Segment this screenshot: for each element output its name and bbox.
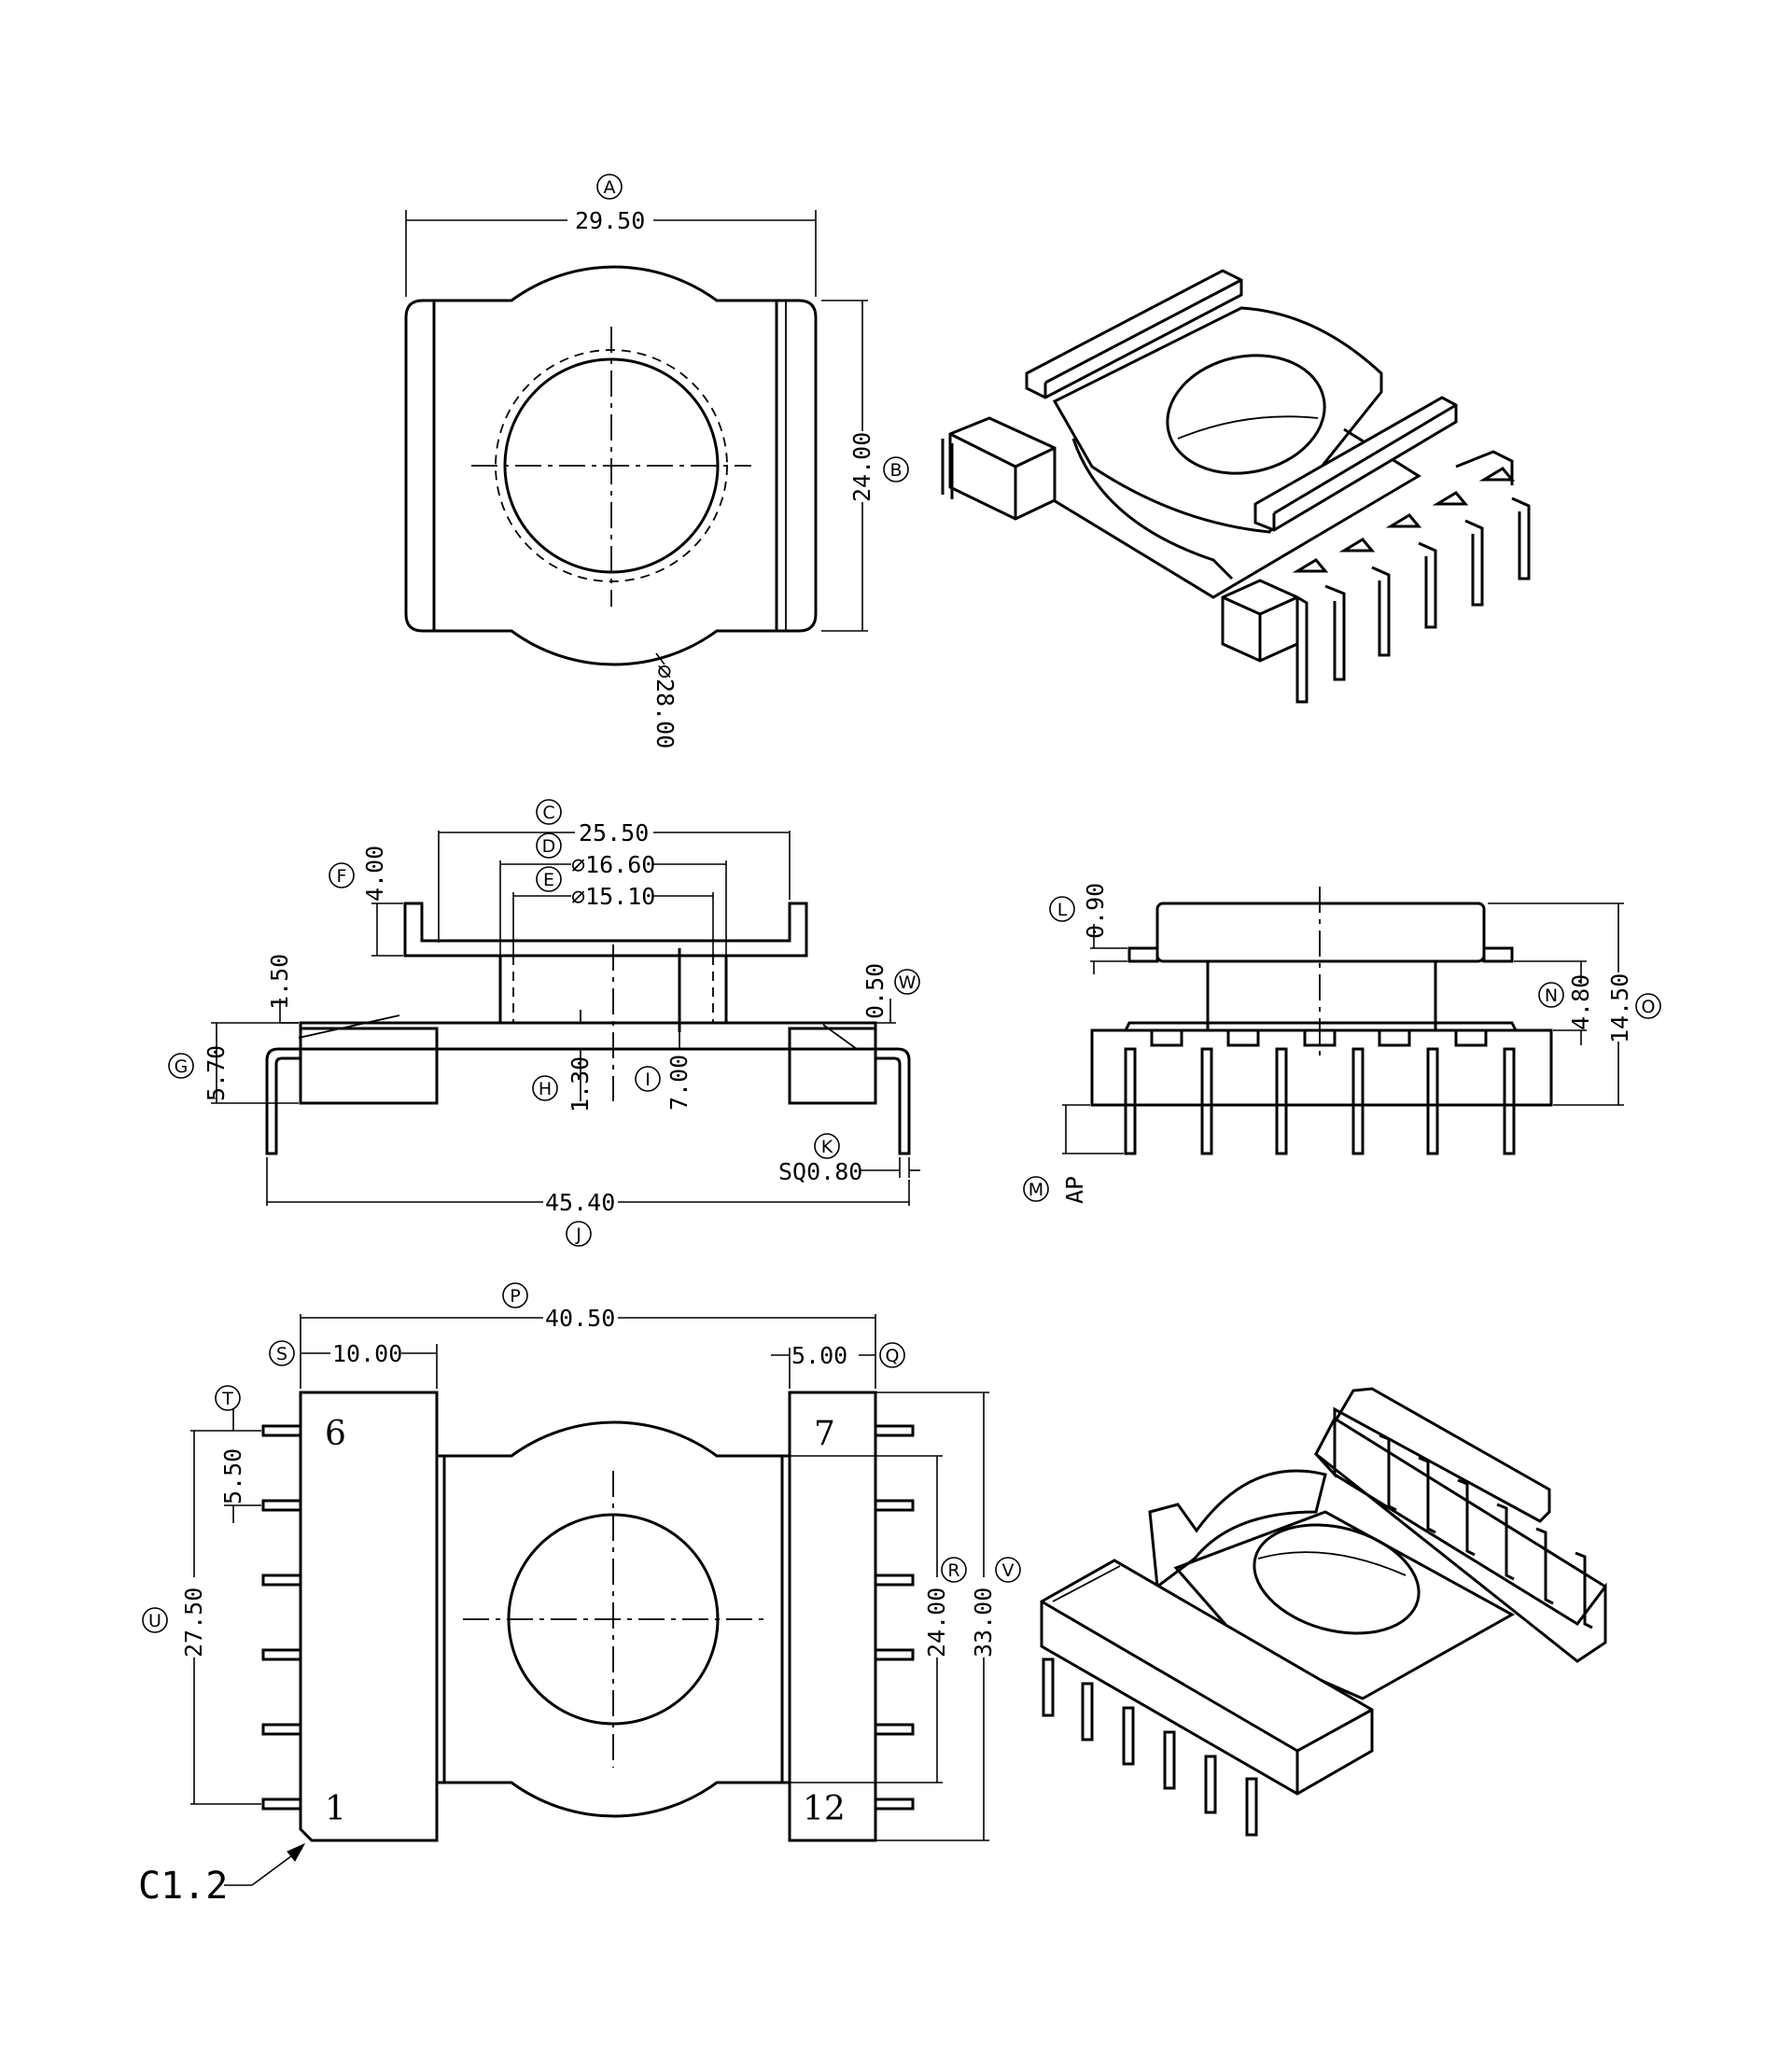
- dim-150-value: 1.50: [266, 954, 293, 1010]
- pin-label-6: 6: [325, 1415, 346, 1453]
- svg-text:B: B: [889, 460, 902, 481]
- callout-C: C: [536, 799, 562, 825]
- callout-H: H: [532, 1075, 558, 1101]
- side-view: 0.90 L 4.80 N 14.50 O AP M: [1023, 883, 1661, 1204]
- dim-dia-28-value: ⌀28.00: [651, 664, 679, 748]
- pin-label-12: 12: [803, 1790, 846, 1828]
- callout-R: R: [941, 1557, 967, 1583]
- bottom-view: 6 1 7 12 40.50 P 10.00 S 5.00 Q: [138, 1282, 1021, 1908]
- svg-text:S: S: [276, 1344, 287, 1364]
- dim-P-value: 40.50: [545, 1305, 615, 1332]
- dim-K-value: SQ0.80: [778, 1158, 862, 1185]
- svg-text:N: N: [1545, 986, 1558, 1006]
- callout-O: O: [1635, 993, 1661, 1019]
- iso-bottom-front-pins: [1042, 1657, 1258, 1837]
- svg-text:T: T: [221, 1389, 233, 1409]
- iso-bottom-back-pins: [1379, 1434, 1593, 1629]
- dim-T-value: 5.50: [219, 1448, 246, 1504]
- callout-U: U: [142, 1607, 168, 1633]
- callout-L: L: [1049, 896, 1075, 922]
- dim-G-value: 5.70: [203, 1045, 230, 1101]
- svg-text:P: P: [510, 1286, 520, 1307]
- dim-R-value: 24.00: [923, 1587, 950, 1657]
- dim-H-value: 1.30: [567, 1056, 594, 1112]
- front-view: 25.50 C ⌀16.60 D ⌀15.10 E 4.00: [168, 799, 920, 1247]
- svg-text:R: R: [947, 1560, 959, 1581]
- callout-D: D: [536, 832, 562, 859]
- bottom-right-pins: [874, 1424, 915, 1811]
- top-view: 29.50 A 24.00 B ⌀28.00: [404, 174, 909, 748]
- dim-chamfer-value: C1.2: [138, 1865, 228, 1908]
- pin-label-7: 7: [814, 1415, 835, 1453]
- callout-E: E: [536, 866, 562, 892]
- dim-F-value: 4.00: [361, 846, 388, 902]
- callout-G: G: [168, 1053, 194, 1079]
- callout-J: J: [566, 1221, 592, 1247]
- svg-text:U: U: [148, 1611, 161, 1631]
- dim-A-value: 29.50: [575, 207, 645, 234]
- svg-text:M: M: [1029, 1180, 1043, 1200]
- svg-text:L: L: [1057, 900, 1068, 920]
- svg-text:V: V: [1002, 1560, 1015, 1581]
- dim-W-value: 0.50: [861, 963, 889, 1019]
- svg-text:I: I: [645, 1070, 651, 1090]
- callout-B: B: [883, 456, 909, 483]
- side-view-pins: [1124, 1047, 1516, 1155]
- dim-M-value: AP: [1061, 1176, 1088, 1204]
- dim-O-value: 14.50: [1606, 973, 1633, 1043]
- callout-V: V: [995, 1557, 1021, 1583]
- svg-text:O: O: [1642, 997, 1656, 1017]
- dim-U-value: 27.50: [180, 1587, 207, 1657]
- callout-P: P: [502, 1282, 528, 1308]
- dim-B-value: 24.00: [848, 432, 875, 502]
- isometric-view-bottom: [1040, 1387, 1607, 1837]
- callout-T: T: [215, 1385, 241, 1411]
- dim-C-value: 25.50: [579, 819, 649, 846]
- dim-L-value: 0.90: [1082, 883, 1109, 939]
- svg-text:H: H: [539, 1079, 552, 1099]
- pin-label-1: 1: [325, 1790, 346, 1828]
- dim-N-value: 4.80: [1567, 974, 1594, 1030]
- callout-F: F: [329, 862, 355, 888]
- svg-text:J: J: [575, 1224, 581, 1245]
- dim-D-value: ⌀16.60: [571, 851, 655, 878]
- svg-text:K: K: [821, 1137, 833, 1157]
- svg-text:E: E: [543, 870, 554, 890]
- svg-text:F: F: [337, 866, 347, 887]
- svg-text:D: D: [542, 836, 556, 857]
- callout-M: M: [1023, 1176, 1049, 1202]
- callout-I: I: [635, 1066, 661, 1092]
- callout-A: A: [596, 174, 623, 200]
- callout-W: W: [894, 969, 920, 995]
- callout-K: K: [814, 1133, 840, 1159]
- bottom-left-pins: [261, 1424, 302, 1811]
- iso-top-pins: [1292, 450, 1531, 704]
- dim-S-value: 10.00: [332, 1340, 402, 1367]
- dim-V-value: 33.00: [970, 1587, 997, 1657]
- dim-E-value: ⌀15.10: [571, 883, 655, 910]
- svg-text:G: G: [175, 1056, 189, 1077]
- callout-S: S: [269, 1340, 295, 1366]
- dim-Q-value: 5.00: [791, 1342, 847, 1369]
- callout-N: N: [1538, 982, 1564, 1008]
- dim-I-value: 7.00: [665, 1055, 693, 1111]
- dim-J-value: 45.40: [545, 1189, 615, 1216]
- svg-text:C: C: [542, 803, 554, 823]
- svg-text:W: W: [899, 972, 917, 993]
- isometric-view-top: [941, 269, 1531, 704]
- callout-Q: Q: [879, 1342, 905, 1368]
- svg-text:Q: Q: [886, 1346, 900, 1366]
- svg-text:A: A: [604, 177, 616, 198]
